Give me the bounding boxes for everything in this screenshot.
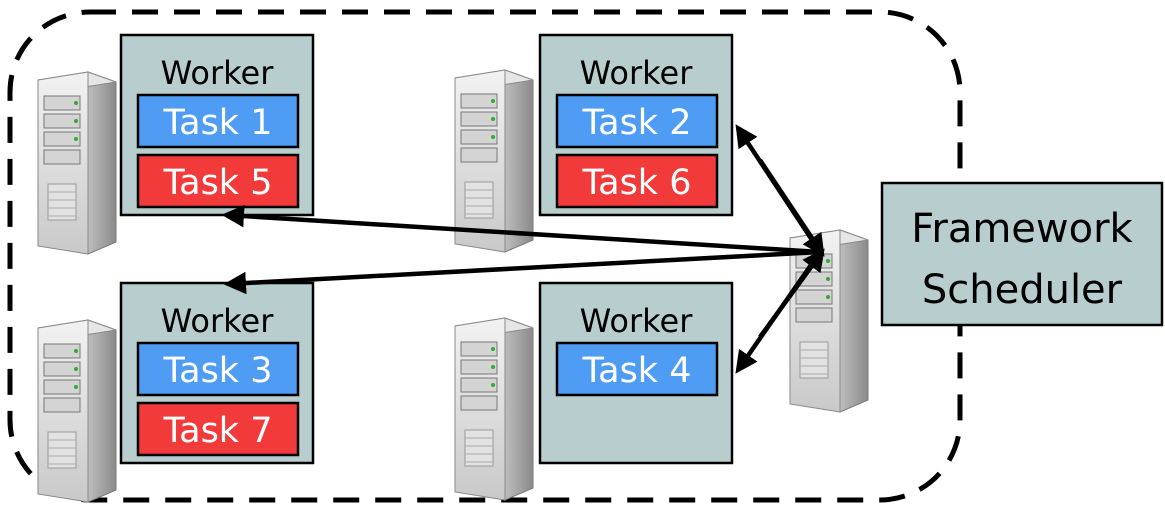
server-tower-icon (789, 229, 869, 413)
worker-box: Worker Task 2 Task 6 (538, 33, 734, 217)
scheduler-label-line2: Scheduler (922, 267, 1123, 313)
server-tower-icon (454, 317, 534, 501)
worker-box: Worker Task 4 (538, 281, 734, 465)
task-box (136, 341, 300, 397)
worker-box: Worker Task 1 Task 5 (119, 33, 315, 217)
scheduler-box: Framework Scheduler (880, 181, 1164, 327)
task-label: Task 1 (163, 103, 273, 143)
cluster-boundary (7, 9, 963, 503)
task-label: Task 5 (163, 163, 273, 203)
task-label: Task 7 (163, 411, 273, 451)
server-tower-icon (454, 69, 534, 253)
arrow-scheduler-worker1 (221, 204, 821, 255)
worker-label: Worker (580, 302, 694, 340)
arrow-scheduler-worker3 (223, 249, 821, 295)
server-tower-icon (37, 319, 117, 503)
task-label: Task 6 (582, 163, 692, 203)
task-label: Task 3 (163, 351, 273, 391)
arrow-worker2-scheduler (758, 158, 825, 257)
task-label: Task 2 (582, 103, 692, 143)
worker-label: Worker (161, 54, 275, 92)
worker-label: Worker (580, 54, 694, 92)
task-box (136, 93, 300, 149)
worker-box: Worker Task 3 Task 7 (119, 281, 315, 465)
task-box (555, 153, 719, 209)
scheduler-label-line1: Framework (911, 206, 1133, 252)
server-tower-icon (37, 71, 117, 255)
task-box (555, 341, 719, 397)
task-box (555, 93, 719, 149)
task-box (136, 401, 300, 457)
task-label: Task 4 (582, 351, 692, 391)
task-box (136, 153, 300, 209)
arrow-worker4-scheduler (758, 248, 825, 339)
worker-label: Worker (161, 302, 275, 340)
